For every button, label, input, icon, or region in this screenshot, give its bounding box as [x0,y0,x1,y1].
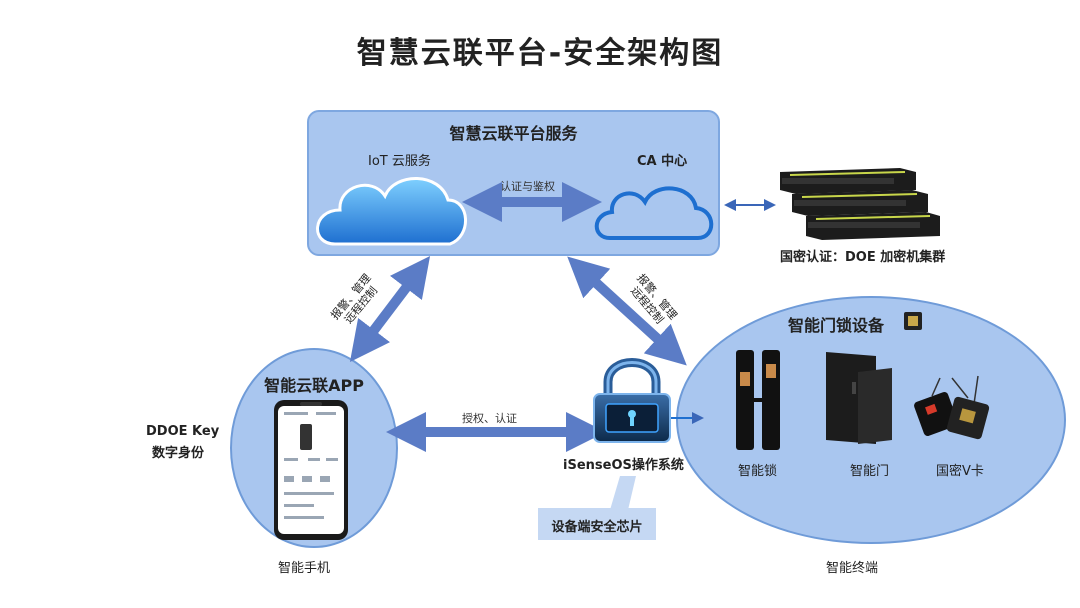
ca-cloud-icon [594,186,714,240]
platform-title: 智慧云联平台服务 [449,124,578,143]
chip-callout-pointer [610,476,636,510]
smart-lock-label: 智能锁 [738,464,778,479]
chip-icon [904,312,922,330]
os-label: iSenseOS操作系统 [563,458,684,473]
platform-app-arrow [349,256,431,362]
ddoe-key-label: DDOE Key [146,424,220,439]
chip-callout-box [538,508,656,540]
v-card-icon [914,375,990,440]
smartphone-label: 智能手机 [278,561,331,576]
padlock-icon [593,358,671,443]
phone-icon [274,400,348,540]
server-cluster-label: 国密认证：DOE 加密机集群 [780,250,946,265]
chip-callout-label: 设备端安全芯片 [551,520,643,535]
page-title: 智慧云联平台-安全架构图 [356,36,724,71]
digital-identity-label: 数字身份 [152,446,205,461]
server-cluster-icon [780,168,940,240]
ca-center-label: CA 中心 [637,154,688,169]
terminal-label: 智能终端 [826,561,879,576]
devices-title: 智能门锁设备 [788,316,885,335]
v-card-label: 国密V卡 [936,464,984,479]
smart-door-icon [826,352,892,444]
platform-devices-arrow [567,256,687,366]
app-title: 智能云联APP [264,376,364,395]
smart-door-label: 智能门 [850,464,890,479]
iot-cloud-label: IoT 云服务 [368,154,431,169]
smart-lock-icon [736,350,780,450]
iot-cloud-icon [316,177,467,246]
